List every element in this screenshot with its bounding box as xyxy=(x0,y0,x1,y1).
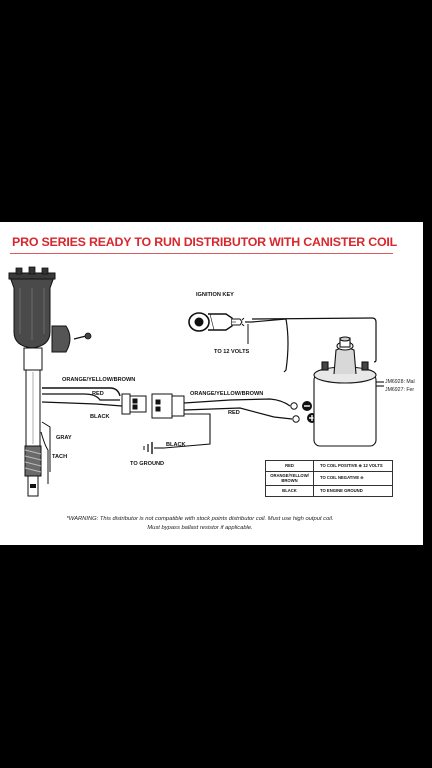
warning-note: *WARNING: This distributor is not compat… xyxy=(14,515,386,532)
diagram-title: PRO SERIES READY TO RUN DISTRIBUTOR WITH… xyxy=(12,235,398,249)
gray-wire-label: GRAY xyxy=(56,435,72,441)
tach-wire-label: TACH xyxy=(52,454,68,460)
warning-line-1: *WARNING: This distributor is not compat… xyxy=(66,516,334,522)
part-number-1: JM6928: Mal xyxy=(385,379,415,385)
warning-line-2: Must bypass ballast resistor if applicab… xyxy=(147,524,253,531)
legend-destination-cell: TO COIL NEGATIVE ⊖ xyxy=(313,471,393,486)
canister-coil xyxy=(313,336,384,447)
red-right-label: RED xyxy=(228,410,240,416)
harness-connectors xyxy=(121,393,185,419)
part-number-2: JM6927: Fer xyxy=(385,387,415,393)
distributor xyxy=(8,266,92,497)
legend-row: RED TO COIL POSITIVE ⊕ 12 VOLTS xyxy=(265,460,393,472)
to-ground-label: TO GROUND xyxy=(130,461,165,467)
wiring-diagram-panel: PRO SERIES READY TO RUN DISTRIBUTOR WITH… xyxy=(0,222,423,545)
red-left-label: RED xyxy=(92,391,104,397)
title-underline xyxy=(10,253,393,254)
legend-wire-cell: RED xyxy=(265,460,314,472)
wiring-diagram-drawing xyxy=(8,266,384,497)
legend-wire-cell: ORANGE/YELLOW/ BROWN xyxy=(265,471,314,486)
coil-terminals xyxy=(290,401,317,423)
coil-wiring xyxy=(143,317,377,454)
wire-legend-table: RED TO COIL POSITIVE ⊕ 12 VOLTS ORANGE/Y… xyxy=(265,460,393,497)
black-left-label: BLACK xyxy=(90,414,110,420)
distributor-wires xyxy=(40,387,123,484)
orange-yellow-brown-right-label: ORANGE/YELLOW/BROWN xyxy=(190,391,264,397)
legend-row: ORANGE/YELLOW/ BROWN TO COIL NEGATIVE ⊖ xyxy=(265,471,393,486)
legend-wire-cell: BLACK xyxy=(265,485,314,497)
legend-row: BLACK TO ENGINE GROUND xyxy=(265,485,393,497)
legend-destination-cell: TO ENGINE GROUND xyxy=(313,485,393,497)
ignition-key-switch xyxy=(188,312,252,344)
to-12-volts-label: TO 12 VOLTS xyxy=(214,349,250,355)
black-ground-label: BLACK xyxy=(166,442,186,448)
orange-yellow-brown-left-label: ORANGE/YELLOW/BROWN xyxy=(62,377,136,383)
legend-destination-cell: TO COIL POSITIVE ⊕ 12 VOLTS xyxy=(313,460,393,472)
ignition-key-label: IGNITION KEY xyxy=(196,292,234,298)
